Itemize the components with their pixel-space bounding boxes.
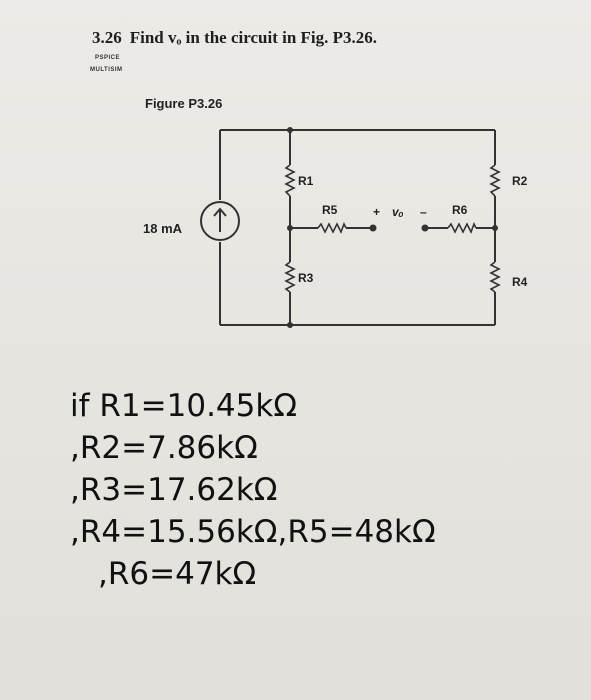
given-line-3: ,R3=17.62kΩ xyxy=(70,472,278,508)
source-label: 18 mA xyxy=(143,221,183,236)
given-line-1: if R1=10.45kΩ xyxy=(70,388,298,424)
resistor-r4 xyxy=(489,261,501,293)
node-right-r6 xyxy=(492,225,498,231)
problem-statement: 3.26 Find vₒ in the circuit in Fig. P3.26… xyxy=(92,28,377,48)
given-line-2: ,R2=7.86kΩ xyxy=(70,430,258,466)
resistor-r5 xyxy=(317,222,347,234)
problem-text: Find vₒ in the circuit in Fig. P3.26. xyxy=(129,28,378,47)
vo-label: vₒ xyxy=(392,205,404,219)
resistor-r6 xyxy=(447,222,477,234)
figure-label: Figure P3.26 xyxy=(145,96,223,111)
multisim-tag: MULTISIM xyxy=(90,67,123,73)
label-r5: R5 xyxy=(322,203,338,217)
problem-number: 3.26 xyxy=(92,28,122,47)
given-line-4: ,R4=15.56kΩ,R5=48kΩ xyxy=(70,514,436,550)
node-top-mid xyxy=(287,127,293,133)
current-source xyxy=(200,201,240,241)
label-r2: R2 xyxy=(512,174,528,188)
label-r6: R6 xyxy=(452,203,468,217)
resistor-r3 xyxy=(284,261,296,293)
current-arrow-head xyxy=(213,207,227,217)
vo-minus: – xyxy=(420,205,427,219)
node-bottom-mid xyxy=(287,322,293,328)
terminal-plus xyxy=(369,224,377,232)
resistor-r2 xyxy=(489,164,501,197)
resistor-r1 xyxy=(284,164,296,197)
given-line-5: ,R6=47kΩ xyxy=(98,556,257,592)
label-r3: R3 xyxy=(298,271,314,285)
vo-plus: + xyxy=(373,205,380,219)
label-r1: R1 xyxy=(298,174,314,188)
given-values: if R1=10.45kΩ ,R2=7.86kΩ ,R3=17.62kΩ ,R4… xyxy=(70,385,436,595)
label-r4: R4 xyxy=(512,275,528,289)
node-mid-r5 xyxy=(287,225,293,231)
pspice-tag: PSPICE xyxy=(95,55,121,61)
terminal-minus xyxy=(421,224,429,232)
